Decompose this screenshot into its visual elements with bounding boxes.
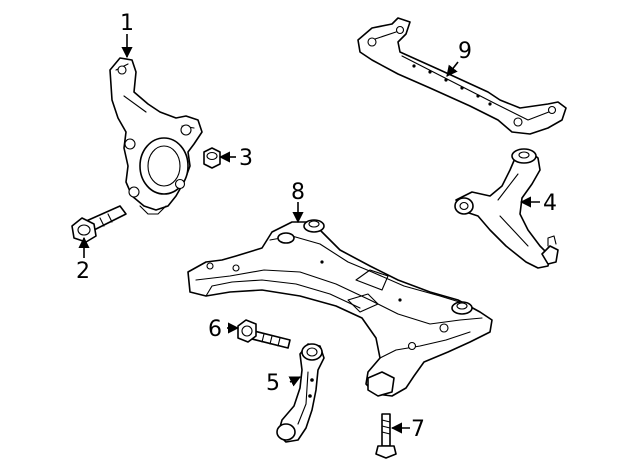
leader-lines: [78, 34, 540, 434]
part-5-stabilizer-link[interactable]: [276, 343, 325, 443]
callout-2: 2: [76, 259, 90, 284]
callout-5: 5: [266, 371, 280, 396]
part-2-knuckle-bolt[interactable]: [71, 205, 127, 243]
part-7-bolt[interactable]: [375, 413, 397, 459]
part-9-reinforcement-bar[interactable]: [357, 17, 567, 135]
callout-3: 3: [239, 146, 253, 171]
part-1-steering-knuckle[interactable]: [109, 57, 203, 215]
part-3-nut[interactable]: [203, 147, 221, 169]
callout-1: 1: [120, 11, 134, 36]
part-6-bolt[interactable]: [237, 319, 291, 349]
callout-7: 7: [411, 417, 425, 442]
callout-8: 8: [291, 180, 305, 205]
callout-9: 9: [458, 39, 472, 64]
callout-6: 6: [208, 317, 222, 342]
callout-4: 4: [543, 191, 557, 216]
part-4-lower-control-arm[interactable]: [454, 148, 559, 269]
part-8-front-subframe[interactable]: [187, 219, 493, 397]
